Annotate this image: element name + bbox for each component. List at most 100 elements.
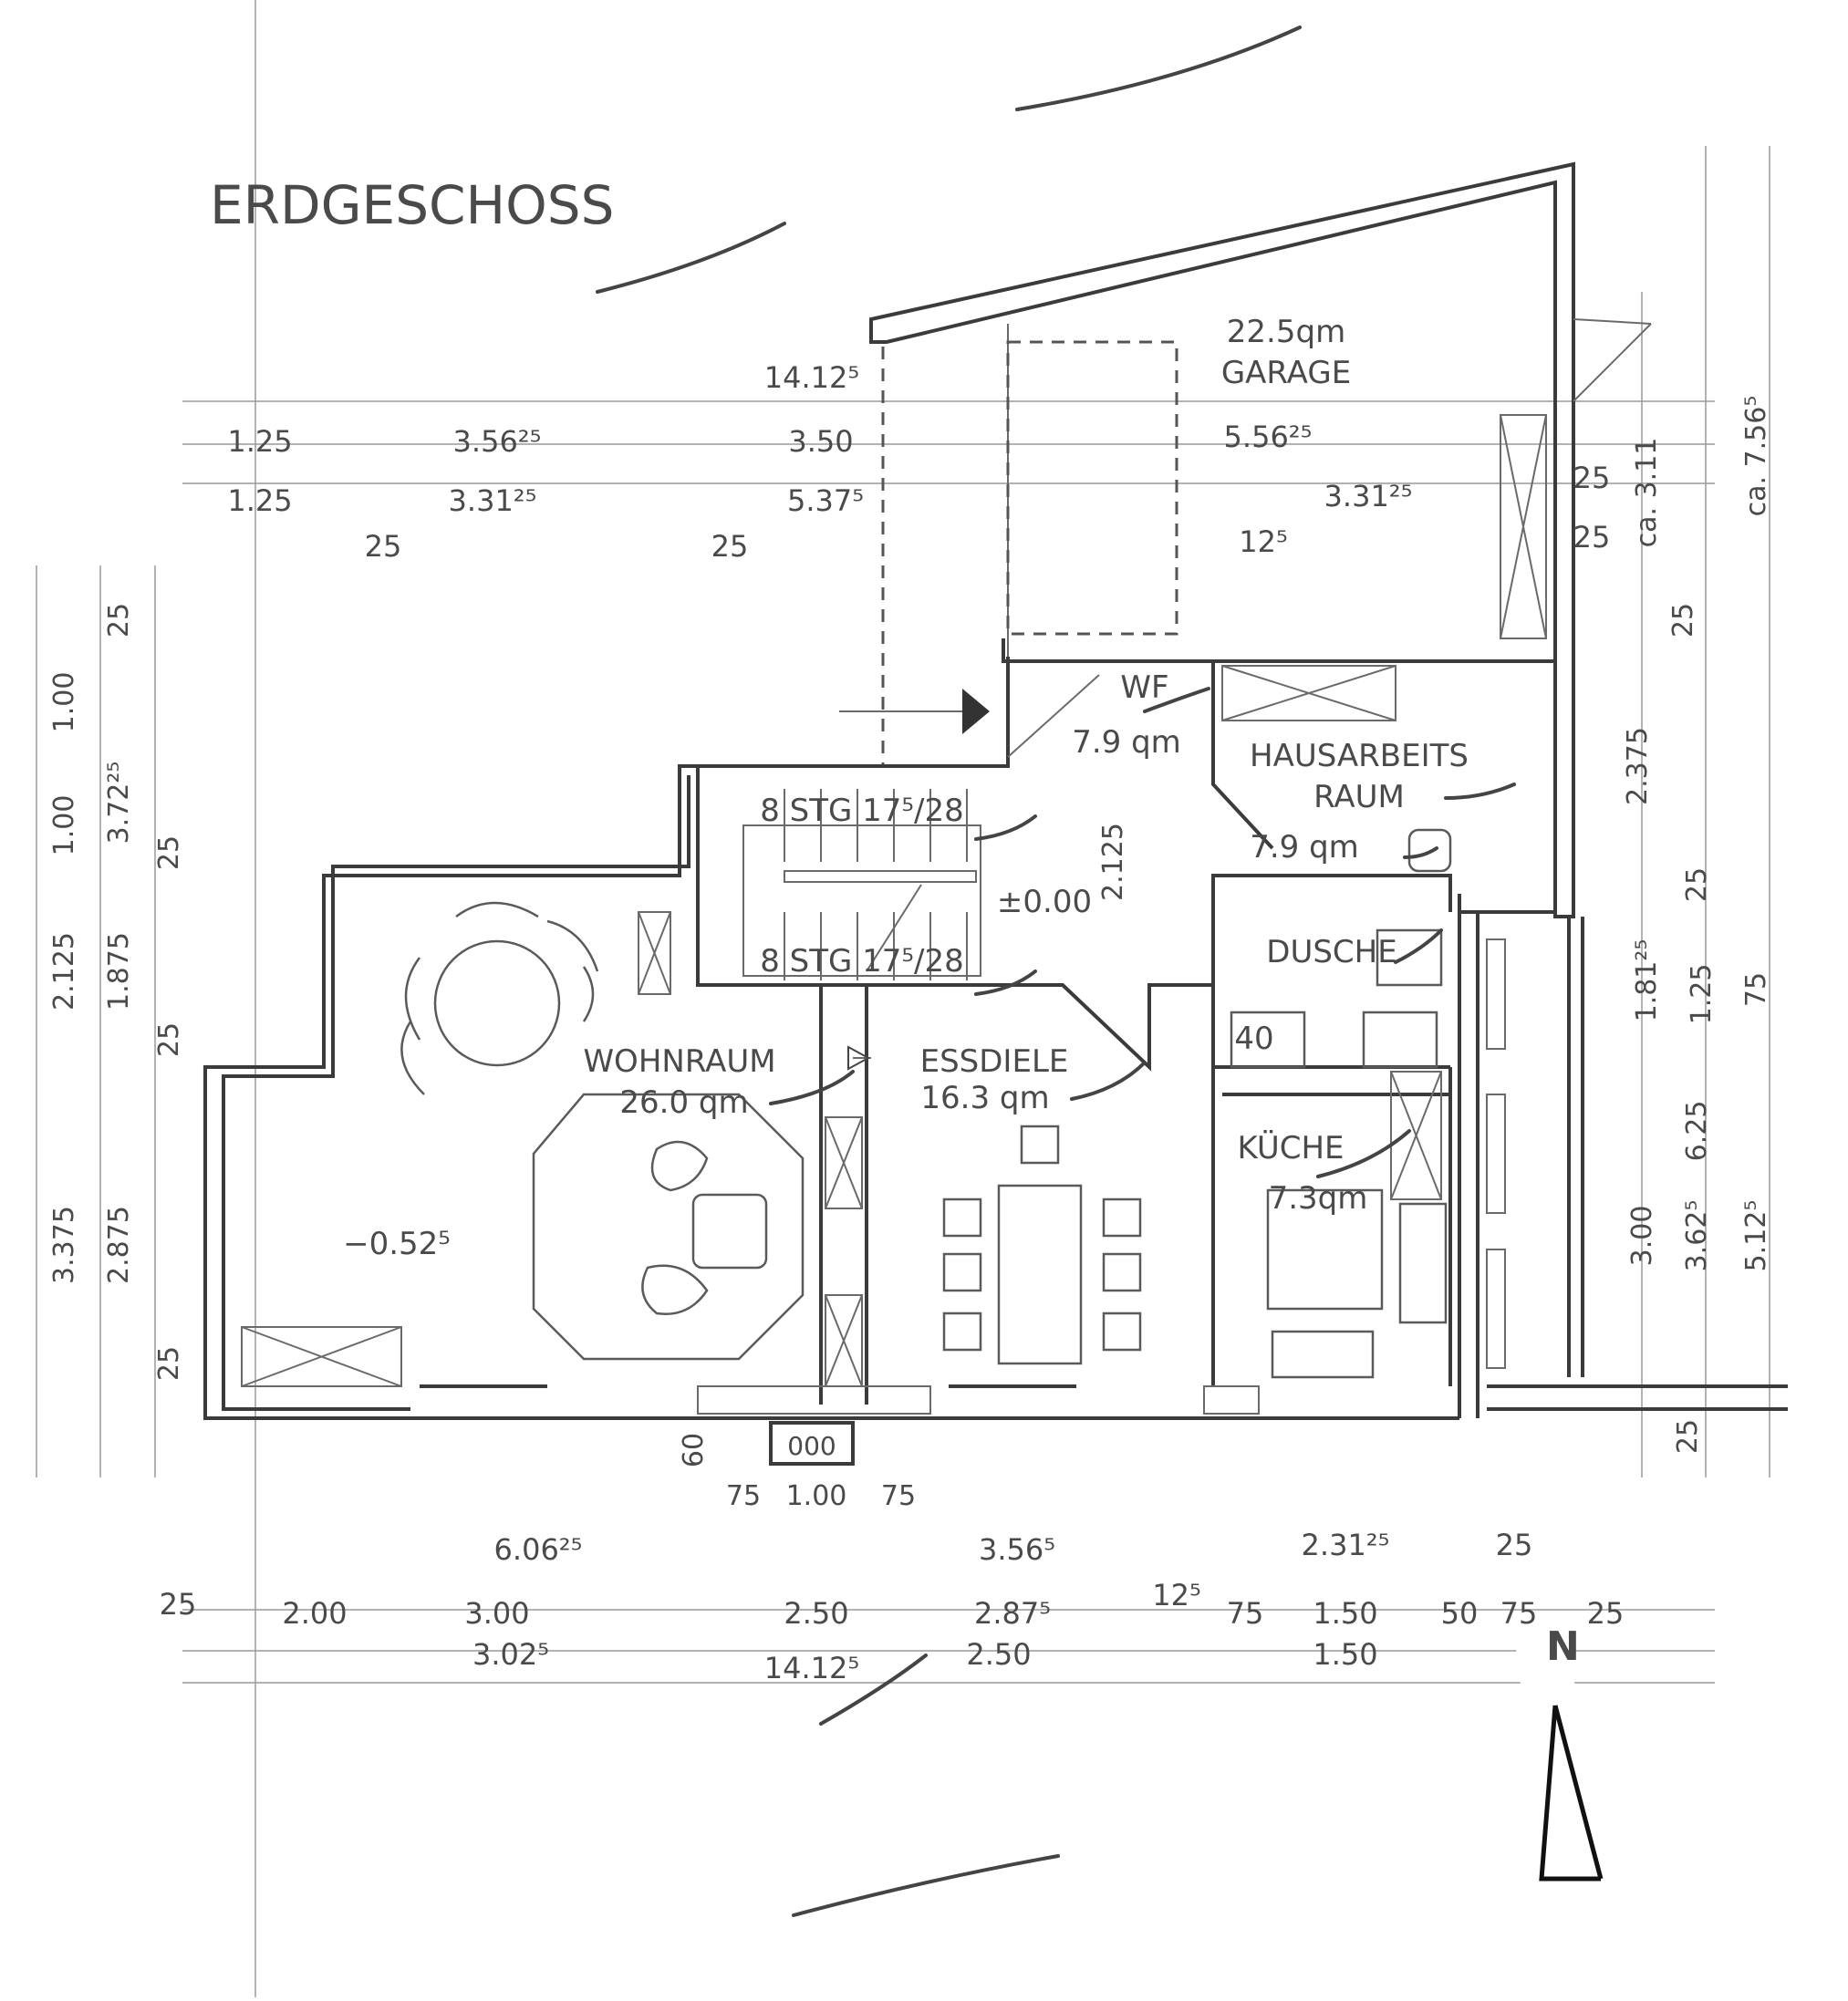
hausarbeitsraum-name-2: RAUM [1313, 779, 1405, 815]
dimensions-left: 1.00 1.00 3.72²⁵ 25 25 2.125 1.875 25 3.… [48, 603, 185, 1381]
dim-top-r3-3: 12⁵ [1239, 524, 1288, 559]
page-title: ERDGESCHOSS [210, 174, 614, 236]
dimensions-chimney: 60 75 1.00 75 [678, 1433, 916, 1512]
hand-strokes [596, 26, 1516, 1917]
dimensions-top: 14.12⁵ 1.25 3.56²⁵ 3.50 5.56²⁵ 1.25 3.31… [227, 360, 1610, 564]
dim-right-13: 25 [1672, 1419, 1704, 1454]
dim-right-7: 1.25 [1686, 964, 1718, 1025]
dim-chimney-1: 75 [726, 1480, 761, 1512]
dim-left-3: 3.72²⁵ [103, 762, 135, 845]
stair-lower-label: 8 STG 17⁵/28 [760, 943, 964, 980]
dimensions-bottom: 6.06²⁵ 3.56⁵ 2.31²⁵ 25 25 2.00 3.00 2.50… [160, 1528, 1625, 1685]
dim-bottom-r2-7: 75 [1227, 1596, 1264, 1631]
dim-top-r2-4: 3.31²⁵ [1324, 479, 1413, 513]
dim-bottom-r2-5: 2.87⁵ [974, 1596, 1051, 1631]
dim-bottom-r2-9: 50 [1441, 1596, 1479, 1631]
dim-left-11: 25 [153, 1346, 185, 1381]
dim-chimney-2: 1.00 [786, 1480, 847, 1512]
hausarbeitsraum-area: 7.9 qm [1250, 829, 1359, 866]
garage-area: 22.5qm [1227, 314, 1345, 350]
dim-right-2: ca. 7.56⁵ [1740, 396, 1772, 517]
essdiele-area: 16.3 qm [920, 1080, 1049, 1116]
dim-top-right-2: 25 [1573, 520, 1611, 555]
furniture [400, 828, 1452, 1379]
dim-top-r2-3: 5.37⁵ [787, 483, 864, 518]
level-living: −0.52⁵ [343, 1226, 451, 1262]
dim-left-2: 1.00 [48, 795, 80, 856]
windows [241, 665, 1506, 1415]
dim-bottom-r1-3: 2.31²⁵ [1302, 1528, 1390, 1562]
wf-name: WF [1120, 669, 1168, 706]
wf-area: 7.9 qm [1072, 724, 1181, 761]
kueche-area: 7.3qm [1269, 1180, 1368, 1217]
dim-bottom-r1-2: 3.56⁵ [979, 1532, 1055, 1567]
level-shower: 40 [1234, 1021, 1273, 1057]
level-main: ±0.00 [997, 884, 1092, 920]
garage-walls [869, 161, 1652, 918]
dim-right-3: 25 [1667, 603, 1699, 638]
dim-left-1: 1.00 [48, 672, 80, 733]
dim-right-8: 75 [1740, 972, 1772, 1007]
dim-top-r1-4: 5.56²⁵ [1224, 420, 1313, 454]
wohnraum-area: 26.0 qm [619, 1084, 748, 1121]
dim-top-r2-2: 3.31²⁵ [449, 483, 537, 518]
dim-right-6: 1.81²⁵ [1631, 939, 1663, 1022]
dim-bottom-r3-2: 2.50 [966, 1637, 1031, 1672]
dim-left-7: 1.875 [103, 932, 135, 1011]
dim-bottom-r3-1: 3.02⁵ [472, 1637, 549, 1672]
dim-left-9: 3.375 [48, 1206, 80, 1284]
dim-bottom-r2-10: 75 [1500, 1596, 1538, 1631]
dim-bottom-r1-4: 25 [1496, 1528, 1533, 1562]
dim-right-4: 2.375 [1622, 727, 1654, 805]
dim-stair-mid: 2.125 [1097, 823, 1129, 901]
dim-top-r1-2: 3.56²⁵ [453, 424, 542, 459]
hausarbeitsraum-name-1: HAUSARBEITS [1250, 738, 1469, 774]
stair-upper-label: 8 STG 17⁵/28 [760, 793, 964, 829]
dim-bottom-r2-3: 3.00 [464, 1596, 529, 1631]
kueche-name: KÜCHE [1237, 1129, 1344, 1166]
north-label: N [1546, 1623, 1580, 1670]
dimensions-right: ca. 3.11 ca. 7.56⁵ 25 2.375 25 1.81²⁵ 1.… [1622, 396, 1772, 1454]
dim-right-10: 3.62⁵ [1681, 1200, 1713, 1272]
entrance-arrow [839, 689, 990, 1071]
dim-left-8: 25 [153, 1022, 185, 1057]
chimney-label: 000 [787, 1431, 836, 1461]
dim-chimney-3: 75 [881, 1480, 916, 1512]
dim-bottom-r3-3: 1.50 [1313, 1637, 1377, 1672]
dim-bottom-r2-11: 25 [1587, 1596, 1625, 1631]
dim-left-6: 2.125 [48, 932, 80, 1011]
dim-bottom-r2-1: 25 [160, 1587, 197, 1622]
dim-bottom-r2-2: 2.00 [282, 1596, 347, 1631]
chimney: 000 [769, 1421, 855, 1466]
garage-name: GARAGE [1221, 355, 1351, 391]
dim-right-5: 25 [1681, 867, 1713, 902]
dim-top-r2-1: 1.25 [227, 483, 292, 518]
dusche-name: DUSCHE [1266, 934, 1396, 970]
dim-top-r1-3: 3.50 [788, 424, 853, 459]
dim-left-5: 25 [153, 835, 185, 870]
dim-left-10: 2.875 [103, 1206, 135, 1284]
dim-top-right-1: 25 [1573, 461, 1611, 495]
dim-bottom-r2-4: 2.50 [784, 1596, 848, 1631]
dim-top-r3-2: 25 [711, 529, 749, 564]
dim-chimney-depth: 60 [678, 1433, 710, 1467]
outer-walls [203, 638, 1788, 1420]
dimension-guides [36, 0, 1770, 1997]
staircase [742, 789, 981, 980]
essdiele-name: ESSDIELE [920, 1043, 1069, 1080]
dim-left-4: 25 [103, 603, 135, 638]
dim-top-r3-1: 25 [365, 529, 402, 564]
room-labels: 22.5qm GARAGE WF 7.9 qm HAUSARBEITS RAUM… [343, 314, 1469, 1262]
dim-top-overall: 14.12⁵ [764, 360, 859, 395]
interior-walls [696, 659, 1452, 1405]
north-arrow: N [1513, 1623, 1604, 1907]
dim-right-11: 6.25 [1681, 1101, 1713, 1162]
dim-bottom-r1-1: 6.06²⁵ [494, 1532, 583, 1567]
wohnraum-name: WOHNRAUM [583, 1043, 775, 1080]
dim-bottom-overall: 14.12⁵ [764, 1651, 859, 1685]
dim-right-9: 3.00 [1626, 1206, 1658, 1267]
dim-top-r1-1: 1.25 [227, 424, 292, 459]
dim-right-12: 5.12⁵ [1740, 1200, 1772, 1272]
